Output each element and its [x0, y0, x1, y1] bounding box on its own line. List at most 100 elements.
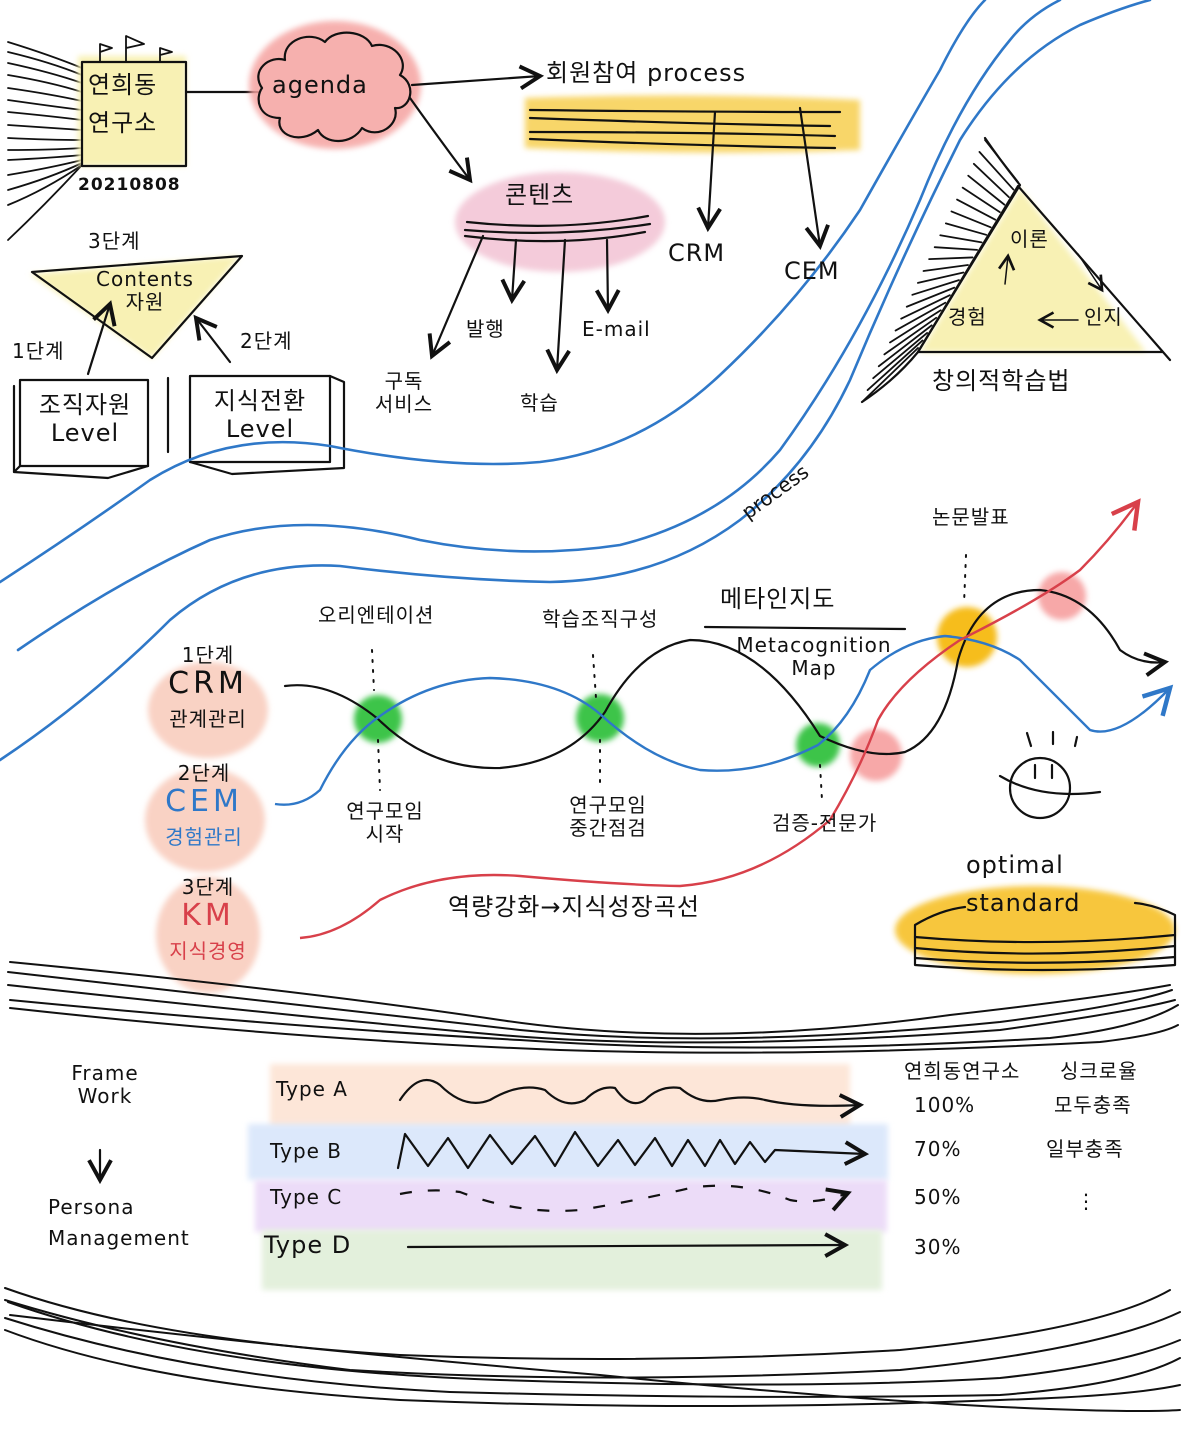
framework-line2: Work — [77, 1084, 133, 1108]
learning-triangle-fill — [920, 188, 1146, 352]
research-start-line1: 연구모임 — [346, 799, 424, 823]
metacognition-line2: Map — [791, 656, 837, 680]
divider-lines-bottom — [4, 1287, 1181, 1412]
divider-lines-middle — [7, 961, 1179, 1054]
stage3-label: 3단계 — [88, 229, 141, 253]
crm-curve — [283, 588, 1170, 770]
stage-2-step: 2단계 — [177, 761, 231, 785]
stage-3-step: 3단계 — [181, 875, 235, 899]
milestone-study-group: 학습조직구성 — [542, 607, 659, 631]
title-note: 연희동 연구소 — [88, 71, 158, 137]
org-resource-text: 조직자원 — [38, 391, 132, 419]
hatch-line — [877, 324, 933, 368]
stage-1-step: 1단계 — [181, 643, 235, 667]
hatch-line — [972, 162, 1010, 198]
title-note-box — [80, 60, 188, 168]
stage-2-code: CEM — [165, 784, 243, 819]
type-a-label: Type A — [276, 1077, 348, 1101]
hatch-line — [961, 186, 1001, 214]
hatch-line — [956, 198, 997, 221]
milestone-orientation: 오리엔테이션 — [318, 603, 435, 627]
flag-icons — [99, 35, 173, 63]
km-curve — [299, 498, 1141, 940]
process-title: 회원참여 process — [546, 59, 747, 87]
management-text: Management — [48, 1226, 190, 1250]
contents-triangle — [30, 254, 244, 360]
cognition-node: 인지 — [1084, 305, 1123, 329]
framework-line1: Frame — [71, 1061, 139, 1085]
persona-management: Persona Management — [48, 1196, 190, 1250]
band-type-a — [270, 1064, 850, 1128]
stage1-label: 1단계 — [12, 339, 65, 363]
stage1-highlight — [148, 662, 268, 758]
type-a-note: 모두충족 — [1054, 1093, 1132, 1117]
learning-output: 학습 — [520, 391, 559, 415]
agenda-cloud — [257, 31, 412, 143]
sync-header-right: 싱크로율 — [1060, 1059, 1138, 1083]
title-note-line1: 연희동 — [88, 71, 158, 99]
crm-target: CRM — [668, 239, 726, 267]
hatch-line — [866, 339, 924, 391]
hatch-line — [889, 309, 942, 344]
note-highlight — [78, 56, 186, 166]
hatch-line — [939, 234, 983, 244]
hatch-line — [900, 294, 951, 320]
hatch-line — [950, 210, 992, 229]
level-box-left — [12, 378, 150, 480]
growth-curve-label: 역량강화→지식성장곡선 — [448, 893, 700, 921]
contents-text: Contents — [96, 267, 194, 291]
contents-resource-label: Contents 자원 — [80, 268, 210, 314]
node-pink-1 — [850, 729, 902, 781]
optimal-label: optimal — [966, 851, 1064, 879]
standard-label: standard — [966, 889, 1081, 917]
fan-lines — [7, 41, 83, 241]
creative-learning-caption: 창의적학습법 — [932, 367, 1071, 395]
stage-1: 1단계 CRM 관계관리 — [158, 644, 258, 731]
metacognition-title: 메타인지도 — [720, 585, 836, 613]
title-note-line2: 연구소 — [88, 108, 158, 137]
process-river — [0, 0, 1152, 762]
type-d-label: Type D — [264, 1231, 352, 1259]
type-b-zigzag — [396, 1130, 870, 1170]
hatch-line — [883, 316, 938, 356]
cem-target: CEM — [784, 257, 840, 285]
stage-3: 3단계 KM 지식경영 — [156, 876, 260, 963]
stage2-label: 2단계 — [240, 329, 293, 353]
type-d-line — [406, 1232, 850, 1258]
metacognition-line1: Metacognition — [736, 633, 892, 657]
milestone-research-midcheck: 연구모임 중간점검 — [548, 794, 668, 840]
contents-label: 콘텐츠 — [505, 181, 575, 209]
type-c-label: Type C — [270, 1185, 343, 1209]
hatch-line — [872, 332, 928, 380]
type-c-pct: 50% — [914, 1185, 962, 1209]
stage-3-desc: 지식경영 — [169, 938, 247, 963]
persona-text: Persona — [48, 1195, 135, 1219]
email-output: E-mail — [582, 317, 651, 341]
hatch-line — [894, 301, 947, 332]
hatch-line — [933, 246, 978, 251]
resource-text: 자원 — [125, 290, 165, 314]
agenda-highlight — [249, 21, 421, 149]
stage3-highlight — [156, 877, 260, 993]
hatch-line — [905, 286, 956, 308]
stage-1-desc: 관계관리 — [169, 706, 247, 731]
agenda-label: agenda — [272, 71, 368, 99]
contents-triangle-fill — [30, 256, 240, 358]
stage2-highlight — [145, 768, 265, 872]
date-label: 20210808 — [78, 175, 181, 195]
type-b-note: 일부충족 — [1046, 1137, 1124, 1161]
level-text-right: Level — [225, 414, 295, 443]
hatch-line — [967, 174, 1006, 206]
process-lines — [528, 108, 842, 150]
research-mid-line2: 중간점검 — [569, 816, 647, 840]
knowledge-transfer-level: 지식전환 Level — [190, 387, 330, 443]
optimal-stack — [913, 901, 1177, 972]
org-resource-level: 조직자원 Level — [22, 391, 148, 447]
type-a-pct: 100% — [914, 1093, 976, 1117]
hatch-line — [861, 347, 919, 403]
level-box-right — [188, 374, 346, 476]
framework-title: Frame Work — [50, 1062, 160, 1108]
stage-3-code: KM — [181, 898, 235, 933]
type-a-wave — [398, 1078, 865, 1119]
